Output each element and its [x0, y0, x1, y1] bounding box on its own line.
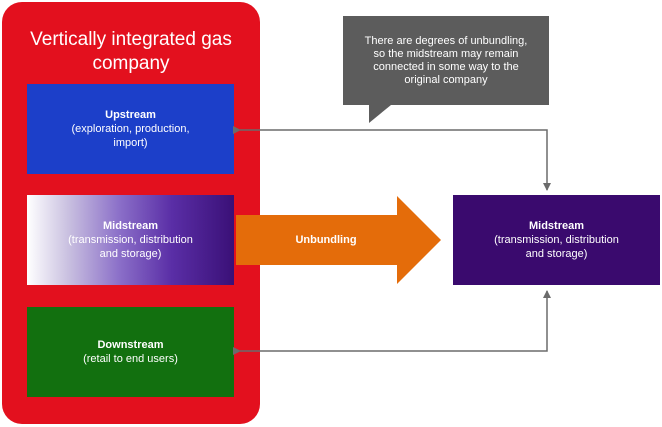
midstream-right-title: Midstream	[528, 220, 585, 232]
unbundling-label: Unbundling	[295, 234, 357, 246]
midstream-left-box: Midstream (transmission, distribution an…	[27, 195, 234, 285]
unbundling-arrow	[236, 196, 441, 284]
callout-text: There are degrees of unbundling, so the …	[364, 34, 528, 86]
upstream-box: Upstream (exploration, production, impor…	[27, 84, 234, 174]
company-title: Vertically integrated gas company	[30, 29, 232, 74]
connector-upstream-to-midstream	[233, 126, 551, 191]
downstream-box: Downstream (retail to end users)	[27, 307, 234, 397]
downstream-detail: (retail to end users)	[83, 353, 178, 365]
midstream-left-detail: (transmission, distribution and storage)	[68, 234, 193, 260]
midstream-right-box: Midstream (transmission, distribution an…	[453, 195, 660, 285]
midstream-left-title: Midstream	[102, 220, 159, 232]
callout-pointer	[369, 105, 391, 123]
connector-downstream-to-midstream	[233, 290, 551, 355]
upstream-title: Upstream	[105, 109, 156, 121]
upstream-detail: (exploration, production, import)	[71, 123, 190, 149]
downstream-title: Downstream	[97, 339, 164, 351]
midstream-right-detail: (transmission, distribution and storage)	[494, 234, 619, 260]
callout-note: There are degrees of unbundling, so the …	[343, 16, 549, 105]
